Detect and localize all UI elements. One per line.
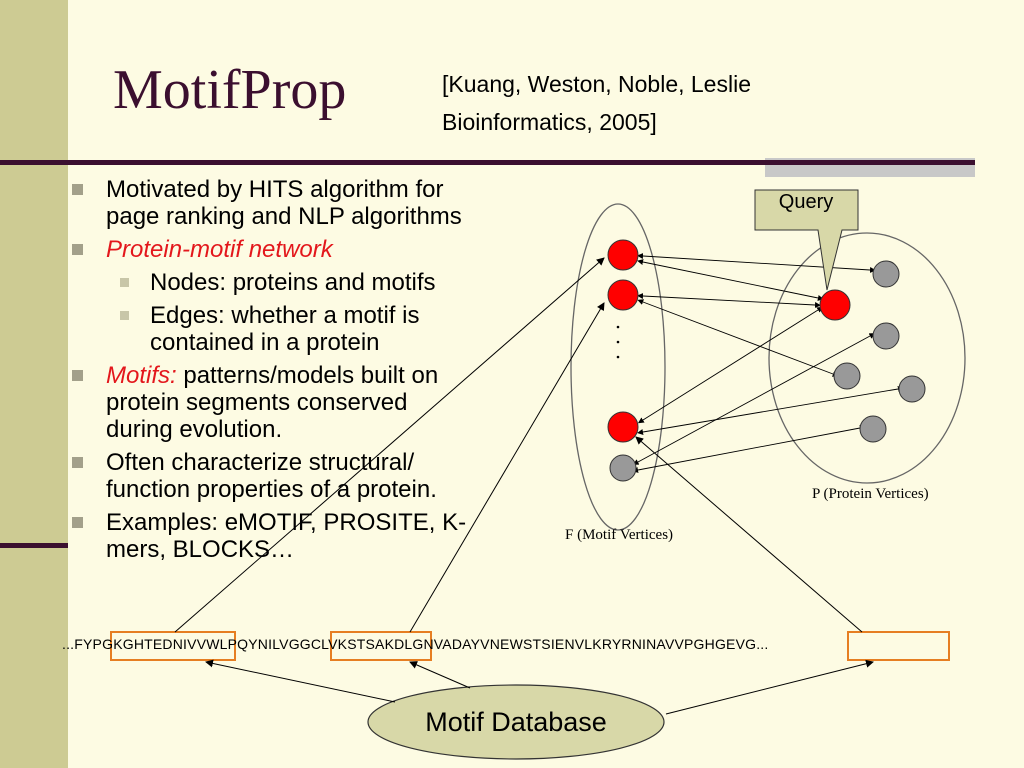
sequence-segment: ... xyxy=(756,636,769,652)
bullet-square-icon xyxy=(72,370,83,381)
citation: [Kuang, Weston, Noble, Leslie Bioinforma… xyxy=(442,65,751,141)
protein-node xyxy=(872,322,900,350)
protein-node xyxy=(833,362,861,390)
motif-node xyxy=(607,279,639,311)
motif-segment: LVGGCLVK xyxy=(272,636,348,652)
bullet-motifs: Motifs: patterns/models built on protein… xyxy=(72,362,592,443)
motif-highlight-box-3 xyxy=(847,631,950,661)
edge xyxy=(637,253,876,273)
bullet-network: Protein-motif network xyxy=(72,236,592,263)
motif-highlight-box-2 xyxy=(330,631,432,661)
bullet-text: Protein-motif network xyxy=(106,236,333,263)
database-arrow xyxy=(665,659,874,715)
bullet-square-icon xyxy=(72,184,83,195)
edge xyxy=(632,425,866,473)
protein-node xyxy=(859,415,887,443)
ellipsis-dot xyxy=(616,325,620,329)
segment-arrow xyxy=(409,302,605,633)
database-arrow xyxy=(205,659,396,703)
query-callout xyxy=(754,189,859,291)
motif-segment: GKGHTEDNIV xyxy=(102,636,197,652)
bullet-italic-term: Motifs: xyxy=(106,362,177,389)
motif-database xyxy=(367,684,665,760)
bullet-list: Motivated by HITS algorithm for page ran… xyxy=(72,176,592,569)
bullet-text: function properties of a protein. xyxy=(106,476,437,503)
bullet-square-icon xyxy=(72,244,83,255)
segment-arrow xyxy=(635,436,863,633)
bullet-examples: Examples: eMOTIF, PROSITE, K- mers, BLOC… xyxy=(72,509,592,563)
protein-node xyxy=(872,260,900,288)
motif-set-label: F (Motif Vertices) xyxy=(565,527,674,543)
bullet-text: Examples: eMOTIF, PROSITE, K- xyxy=(106,509,467,536)
segment-to-motif-arrows xyxy=(174,257,863,633)
sequence-segment: STSAKDLGNVADAYVNEWSTSIENVLKRYRNINA xyxy=(347,636,665,652)
database-arrows xyxy=(205,659,874,715)
motif-database-label: Motif Database xyxy=(425,707,607,737)
side-accent-line xyxy=(0,543,68,548)
protein-node xyxy=(898,375,926,403)
edge xyxy=(637,299,839,377)
sub-bullet-text: Nodes: proteins and motifs xyxy=(150,269,436,296)
ellipsis-dot xyxy=(616,340,620,344)
protein-set-label: P (Protein Vertices) xyxy=(812,486,929,502)
bullet-text: Often characterize structural/ xyxy=(106,449,415,476)
title-rule xyxy=(0,160,975,165)
motif-node xyxy=(607,239,639,271)
network-edges xyxy=(632,253,904,473)
edge xyxy=(637,293,821,308)
left-accent-bar xyxy=(0,0,68,768)
motif-segment: VVPGHGEVG xyxy=(664,636,757,652)
bullet-text: mers, BLOCKS… xyxy=(106,536,295,563)
citation-line-2: Bioinformatics, 2005] xyxy=(442,109,657,135)
motif-node-gray xyxy=(609,454,637,482)
query-protein-node xyxy=(819,289,851,321)
motif-node xyxy=(607,411,639,443)
motif-highlight-box-1 xyxy=(110,631,236,661)
protein-set-ellipse xyxy=(768,232,966,484)
slide-title: MotifProp xyxy=(113,59,347,121)
citation-line-1: [Kuang, Weston, Noble, Leslie xyxy=(442,71,751,97)
bullet-text: Motivated by HITS algorithm for xyxy=(106,176,444,203)
bullet-hits: Motivated by HITS algorithm for page ran… xyxy=(72,176,592,230)
ellipsis-dot xyxy=(616,355,620,359)
query-label: Query xyxy=(778,191,834,213)
edge xyxy=(637,306,824,424)
sub-bullet-square-icon xyxy=(120,278,129,287)
bullet-text: during evolution. xyxy=(106,416,283,443)
bullet-text: page ranking and NLP algorithms xyxy=(106,203,462,230)
bullet-text-rest: patterns/models built on xyxy=(176,362,439,389)
sequence-segment: VWLPQYNI xyxy=(196,636,273,652)
database-arrow xyxy=(409,661,471,689)
bullet-properties: Often characterize structural/ function … xyxy=(72,449,592,503)
protein-sequence: ...FYPGKGHTEDNIVVWLPQYNILVGGCLVKSTSAKDLG… xyxy=(62,636,769,652)
sequence-segment: ...FYP xyxy=(62,636,103,652)
bullet-square-icon xyxy=(72,457,83,468)
sub-bullet-text: contained in a protein xyxy=(150,329,380,356)
sub-bullet-edges: Edges: whether a motif is contained in a… xyxy=(72,302,592,356)
sub-bullet-text: Edges: whether a motif is xyxy=(150,302,420,329)
sub-bullet-square-icon xyxy=(120,311,129,320)
bullet-square-icon xyxy=(72,517,83,528)
edge xyxy=(637,259,824,301)
bullet-text: Motifs: patterns/models built on xyxy=(106,362,592,389)
edge xyxy=(632,333,876,465)
sub-bullet-nodes: Nodes: proteins and motifs xyxy=(72,269,592,296)
bullet-text: protein segments conserved xyxy=(106,389,408,416)
segment-arrow xyxy=(174,257,605,633)
